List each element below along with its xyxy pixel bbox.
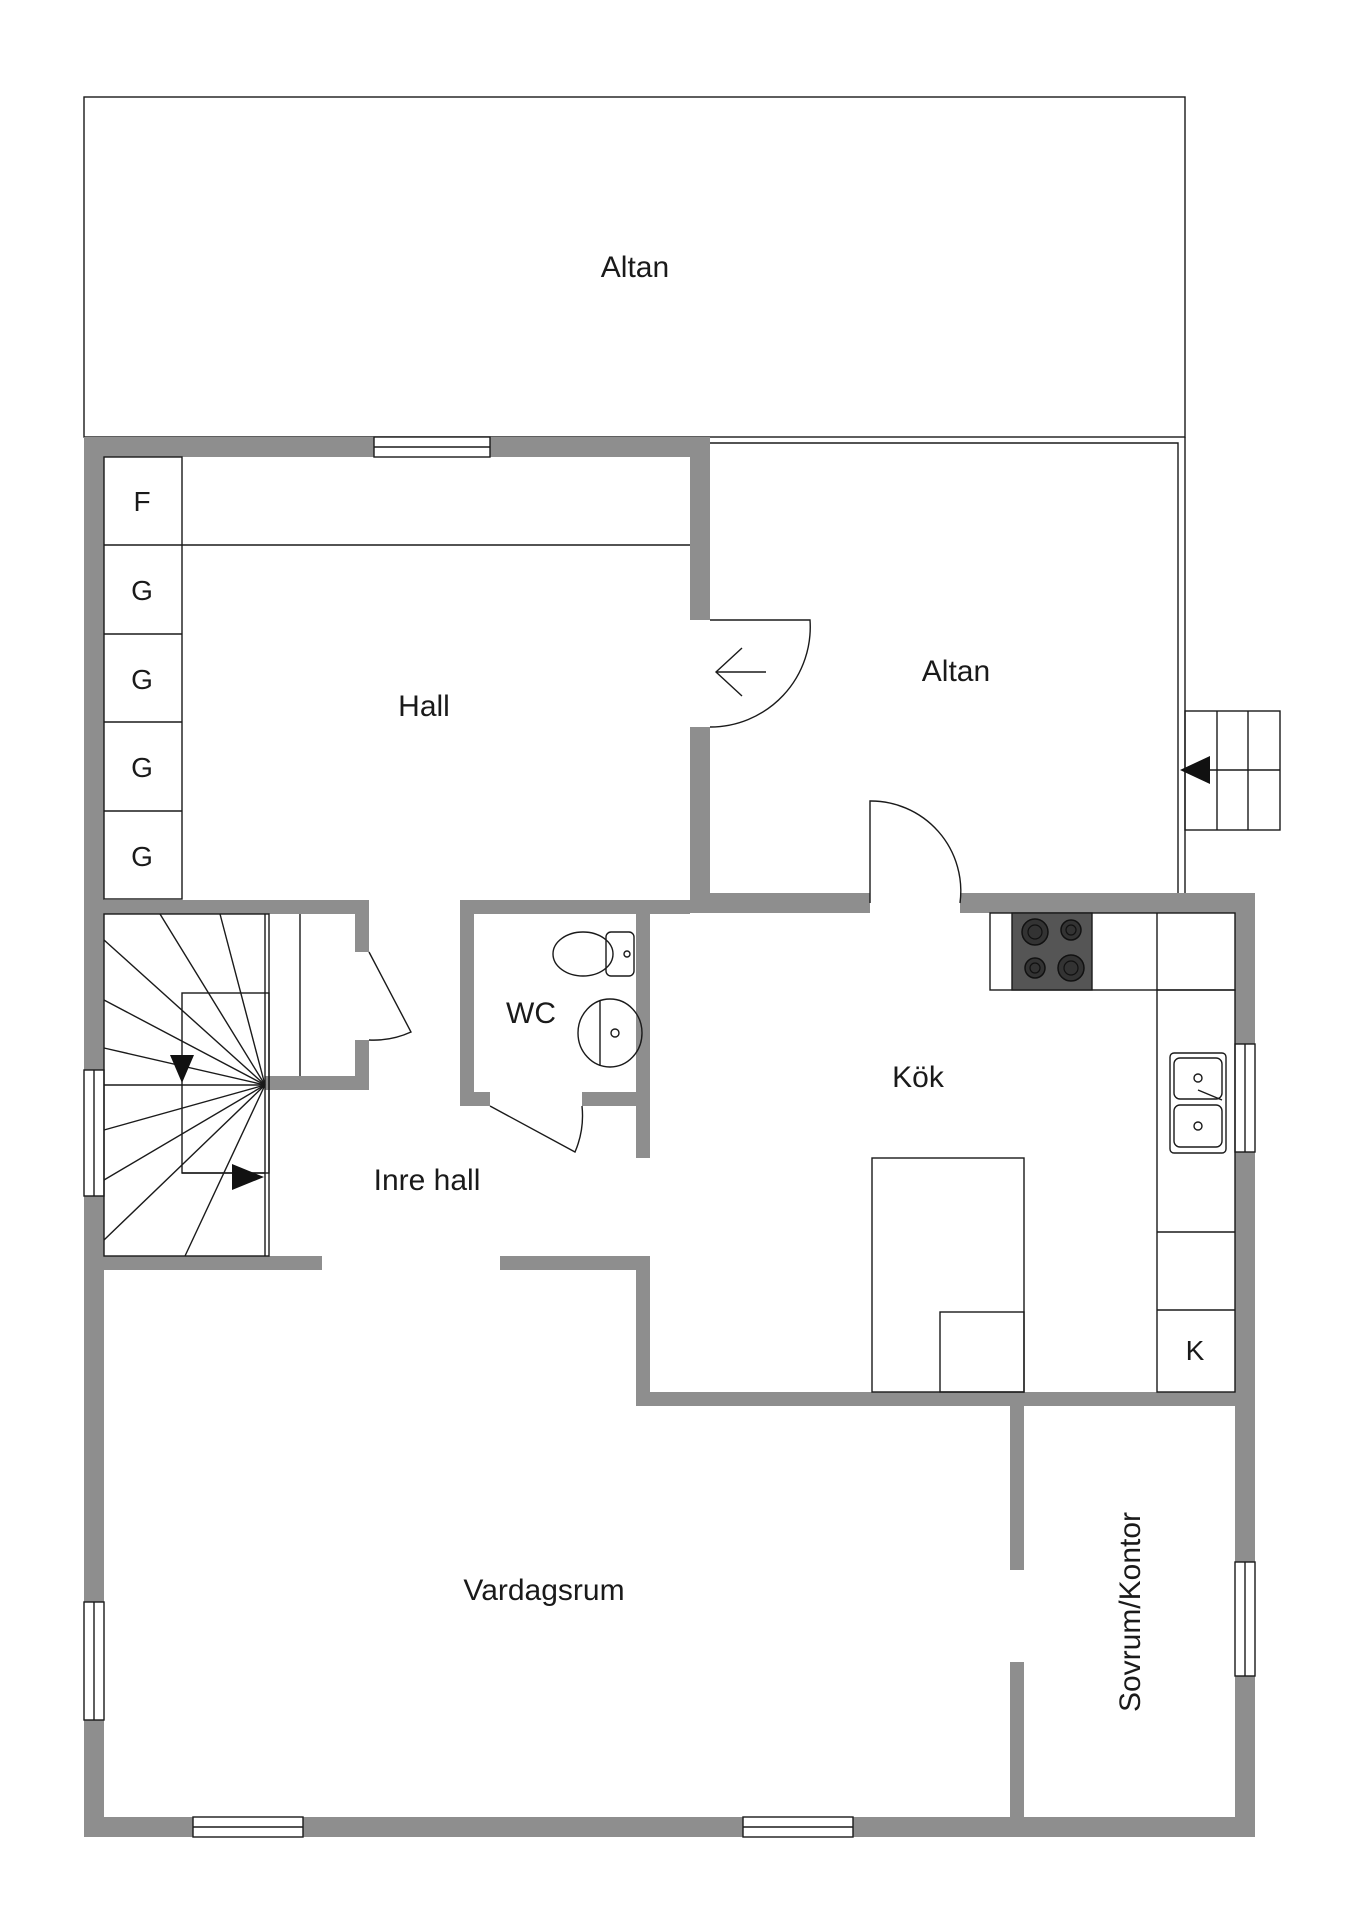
cabinet-label-g: G	[131, 664, 153, 695]
washbasin-icon	[577, 998, 643, 1068]
room-label-altan-top: Altan	[601, 251, 669, 284]
toilet-icon	[605, 931, 635, 977]
cabinet-label-g: G	[131, 841, 153, 872]
sink-icon	[1169, 1052, 1227, 1154]
steps-arrow-left-icon	[1180, 756, 1210, 784]
room-label-inre-hall: Inre hall	[374, 1164, 481, 1197]
room-label-hall: Hall	[398, 690, 450, 723]
terrace-right-outline	[710, 442, 1179, 893]
room-label-wc: WC	[506, 997, 556, 1030]
doors	[368, 619, 962, 1153]
kitchen-fixtures	[871, 912, 1236, 1393]
hall-wardrobes	[103, 456, 690, 900]
cabinet-label-g: G	[131, 575, 153, 606]
cabinet-label-k: K	[1186, 1335, 1205, 1366]
room-label-kok: Kök	[892, 1061, 945, 1094]
stair-arrow-right-icon	[232, 1164, 264, 1190]
interior-walls	[104, 900, 1255, 1837]
cabinet-label-f: F	[133, 486, 150, 517]
cabinet-label-g: G	[131, 752, 153, 783]
room-labels: Altan Altan Hall WC Kök Inre hall Vardag…	[374, 251, 1147, 1712]
windows	[83, 436, 1256, 1838]
stair-arrow-down-icon	[170, 1055, 194, 1083]
cabinet-labels: F G G G G K	[131, 486, 1205, 1366]
wc-fixtures	[552, 931, 643, 1068]
exterior-steps	[1180, 710, 1281, 831]
room-label-sovrum-kontor: Sovrum/Kontor	[1114, 1512, 1147, 1712]
staircase	[103, 913, 301, 1257]
room-label-altan-right: Altan	[922, 655, 990, 688]
exterior-walls	[84, 437, 1255, 1837]
room-label-vardagsrum: Vardagsrum	[463, 1574, 624, 1607]
